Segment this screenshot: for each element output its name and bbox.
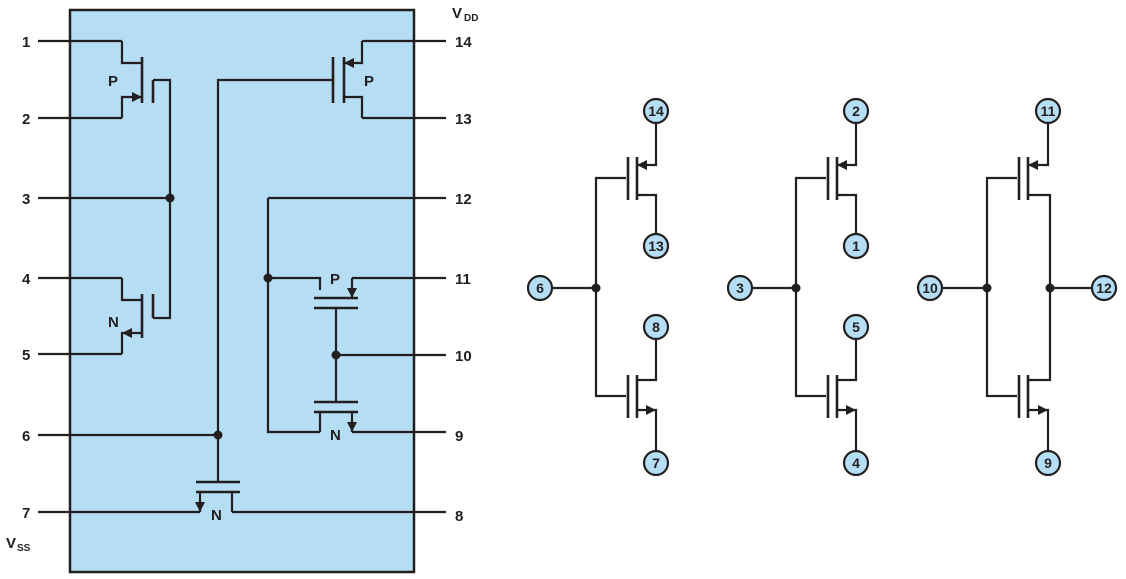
junction-c-gate (982, 283, 992, 293)
pin-label-2: 2 (22, 111, 30, 128)
pin-label-10: 10 (455, 348, 472, 365)
transistor-n-pins-4-5: N (108, 198, 172, 354)
svg-text:12: 12 (1096, 280, 1112, 296)
right-pin-labels: 14 13 12 11 10 9 8 (455, 34, 472, 525)
svg-text:P: P (108, 73, 118, 90)
junction-b (791, 283, 801, 293)
right-pin-leads (232, 39, 446, 514)
junction-pin-12-left (263, 273, 273, 283)
left-pin-leads (38, 39, 218, 514)
equivalent-circuit-a (553, 123, 658, 451)
node-a-7: 7 (642, 449, 670, 477)
svg-text:P: P (364, 73, 374, 90)
svg-text:N: N (330, 427, 341, 444)
svg-text:SS: SS (17, 543, 31, 554)
vss-label: V SS (6, 535, 31, 554)
node-a-14: 14 (642, 97, 670, 125)
node-c-11: 11 (1034, 97, 1062, 125)
node-c-9: 9 (1034, 449, 1062, 477)
node-a-13: 13 (642, 232, 670, 260)
vdd-label: V DD (452, 5, 478, 24)
chip-body (68, 8, 416, 574)
svg-text:P: P (330, 271, 340, 288)
svg-text:8: 8 (652, 319, 660, 335)
pin-label-3: 3 (22, 191, 30, 208)
svg-text:N: N (108, 314, 119, 331)
svg-text:11: 11 (1041, 103, 1056, 119)
svg-text:2: 2 (852, 103, 860, 119)
svg-text:4: 4 (852, 455, 860, 471)
pin-label-6: 6 (22, 428, 30, 445)
svg-text:N: N (211, 507, 222, 524)
node-b-5: 5 (842, 313, 870, 341)
svg-text:13: 13 (648, 238, 664, 254)
pin-label-4: 4 (22, 271, 31, 288)
pin-label-11: 11 (455, 271, 471, 288)
svg-text:10: 10 (922, 280, 938, 296)
pin-label-13: 13 (455, 111, 472, 128)
junction-a (591, 283, 601, 293)
pin-label-9: 9 (455, 428, 463, 445)
pin-label-14: 14 (455, 34, 472, 51)
pin-label-7: 7 (22, 505, 30, 522)
node-a-6: 6 (526, 274, 554, 302)
svg-text:9: 9 (1044, 455, 1052, 471)
node-b-3: 3 (726, 274, 754, 302)
svg-text:V: V (6, 535, 16, 552)
pin-label-12: 12 (455, 191, 472, 208)
equivalent-circuit-c (943, 123, 1092, 451)
transistor-n-pins-10-9: N (314, 355, 358, 444)
svg-text:6: 6 (536, 280, 544, 296)
pin-label-1: 1 (22, 34, 30, 51)
svg-text:V: V (452, 5, 462, 22)
pin-label-8: 8 (455, 508, 463, 525)
svg-text:14: 14 (648, 103, 664, 119)
node-b-2: 2 (842, 97, 870, 125)
equivalent-circuit-b (752, 123, 858, 451)
left-pin-labels: 1 2 3 4 5 6 7 (22, 34, 31, 522)
svg-text:1: 1 (852, 238, 860, 254)
junction-c-out (1045, 283, 1055, 293)
node-b-4: 4 (842, 449, 870, 477)
transistor-p-pins-14-13: P (216, 41, 374, 435)
node-a-8: 8 (642, 313, 670, 341)
junction-pin-3 (165, 193, 175, 203)
node-c-12: 12 (1090, 274, 1118, 302)
svg-text:DD: DD (464, 13, 478, 24)
svg-text:3: 3 (736, 280, 744, 296)
transistor-n-pins-7-8: N (195, 435, 240, 524)
svg-text:5: 5 (852, 319, 860, 335)
transistor-p-pins-1-2: P (108, 41, 172, 198)
pin-label-5: 5 (22, 347, 30, 364)
node-b-1: 1 (842, 232, 870, 260)
svg-text:7: 7 (652, 455, 660, 471)
node-c-10: 10 (916, 274, 944, 302)
